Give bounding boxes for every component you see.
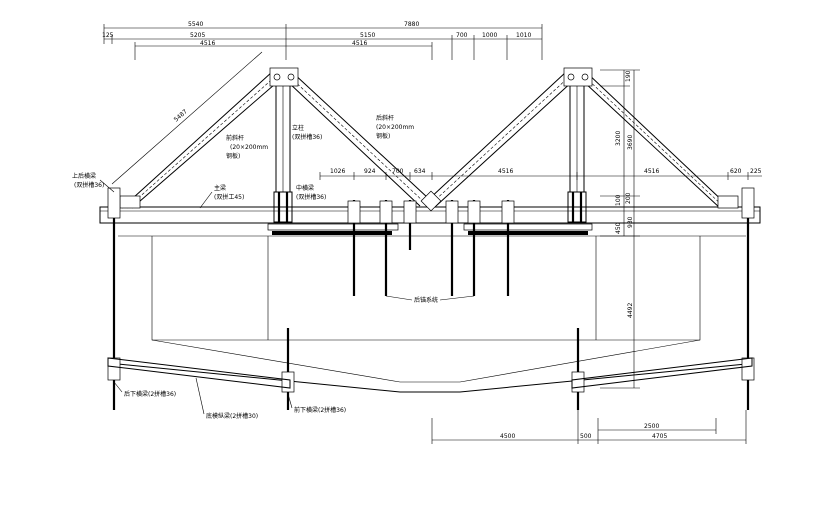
label-rear-anchor-beam-spec: (双拼槽36) [74,181,104,189]
label-lower-front-beam: 前下横梁(2拼槽36) [294,406,346,414]
dim-500: 500 [580,433,592,440]
dim-634: 634 [414,168,426,175]
label-front-slant-spec1: (20×200mm [230,144,268,151]
bottom-longitudinal-beams [107,357,753,389]
dim-1010: 1010 [516,32,531,39]
dim-125: 125 [102,32,114,39]
dim-5540: 5540 [188,21,203,28]
right-dimension-chain: 190 3200 3690 100 200 450 930 4492 [600,69,640,389]
label-post: 立柱 [292,124,304,132]
dim-7880: 7880 [404,21,419,28]
dim-1000: 1000 [482,32,497,39]
bottom-dimension-chain: 2500 4500 500 4705 [431,410,747,444]
dim-225: 225 [750,168,762,175]
hanger-bars [107,187,755,410]
dim-450: 450 [615,222,622,234]
support-plates [267,223,593,235]
label-mid-beam: 中横梁 [296,184,314,192]
label-mid-beam-spec: (双拼槽36) [296,193,326,201]
component-labels: 上后横梁 (双拼槽36) 前斜杆 (20×200mm 钢板) 立柱 (双拼槽36… [72,114,414,420]
anchor-bars: 后锚系统 [347,200,515,304]
dim-2500: 2500 [644,423,659,430]
label-lower-rear-beam: 后下横梁(2拼槽36) [124,390,176,398]
dim-5487: 5487 [173,108,189,123]
dim-930: 930 [627,216,634,228]
label-rear-slant: 后斜杆 [376,114,394,122]
dim-620: 620 [730,168,742,175]
dim-1026: 1026 [330,168,345,175]
dim-5205: 5205 [190,32,205,39]
label-main-beam-spec: (双拼工45) [214,193,244,201]
label-rear-slant-spec2: 钢板) [376,132,390,140]
dim-4705: 4705 [652,433,667,440]
dim-3200: 3200 [615,131,622,146]
label-front-slant: 前斜杆 [226,134,244,142]
right-truss-frame [420,67,739,223]
dim-4516-top-left: 4516 [200,40,215,47]
dim-3690: 3690 [627,135,634,150]
dim-700-mid: 700 [392,168,404,175]
dim-700-top: 700 [456,32,468,39]
dim-5150: 5150 [360,32,375,39]
label-post-spec: (双拼槽36) [292,133,322,141]
dim-200: 200 [625,192,632,204]
label-front-slant-spec2: 钢板) [226,152,240,160]
dim-100: 100 [615,194,622,206]
label-bottom-longitudinal: 底模纵梁(2拼槽30) [206,412,258,420]
label-anchor-system: 后锚系统 [414,296,438,304]
dim-4500: 4500 [500,433,515,440]
label-rear-slant-spec1: (20×200mm [376,124,414,131]
dim-924: 924 [364,168,376,175]
top-dimension-chain: 5540 7880 125 5205 5150 700 1000 1010 45… [102,21,543,60]
label-rear-anchor-beam: 上后横梁 [72,172,96,180]
dim-4516-mid-b: 4516 [644,168,659,175]
dim-4492: 4492 [627,303,634,318]
dim-190: 190 [625,70,632,82]
mid-dimension-chain: 1026 924 700 634 4516 4516 620 225 [319,168,762,180]
box-girder-section [117,235,747,393]
label-main-beam: 主梁 [214,184,226,192]
dim-4516-mid-a: 4516 [498,168,513,175]
left-truss-frame: 5487 [111,51,429,223]
dim-4516-top-right: 4516 [352,40,367,47]
